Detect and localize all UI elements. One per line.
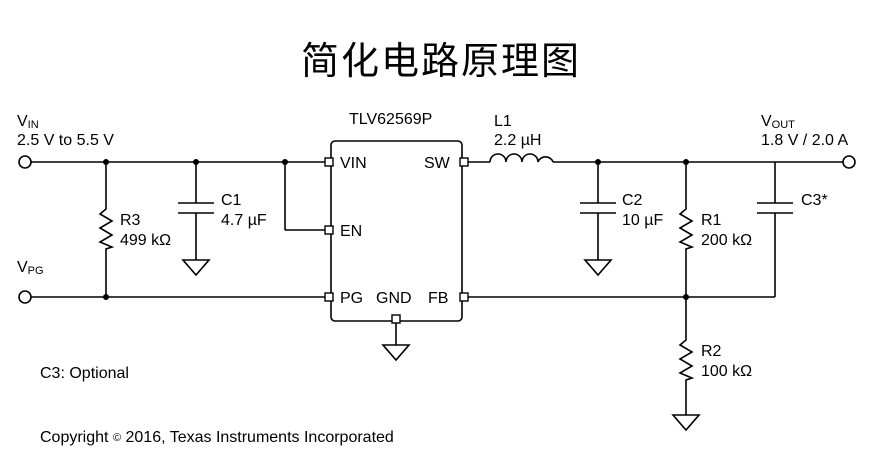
vout-rating: 1.8 V / 2.0 A [761, 132, 849, 149]
r3-ref: R3 [120, 212, 141, 229]
ground-c1-icon [181, 259, 211, 277]
c1-symbol [178, 202, 214, 214]
c2-ref: C2 [622, 192, 643, 209]
r2-value: 100 kΩ [701, 363, 752, 380]
r1-value: 200 kΩ [701, 232, 752, 249]
r1-symbol [678, 206, 695, 252]
pin-en [324, 225, 334, 235]
c2-value: 10 µF [622, 212, 663, 229]
pin-pg [324, 292, 334, 302]
pin-vin [324, 157, 334, 167]
vpg-terminal [18, 290, 32, 304]
l1-value: 2.2 µH [494, 132, 541, 149]
r2-ref: R2 [701, 343, 722, 360]
pin-sw [459, 157, 469, 167]
wires [31, 161, 843, 415]
c1-ref: C1 [221, 192, 242, 209]
vout-terminal [842, 155, 856, 169]
optional-note: C3: Optional [40, 365, 129, 382]
pin-label-gnd: GND [376, 290, 412, 307]
pin-gnd [391, 314, 401, 324]
ground-c2-icon [583, 259, 613, 277]
pin-fb [459, 292, 469, 302]
pin-label-en: EN [340, 223, 362, 240]
c3-symbol [757, 202, 793, 214]
c1-value: 4.7 µF [221, 212, 267, 229]
pin-label-sw: SW [424, 155, 451, 172]
pin-label-fb: FB [428, 290, 448, 307]
pin-label-pg: PG [340, 290, 363, 307]
l1-symbol [489, 153, 554, 163]
copyright-notice: Copyright © 2016, Texas Instruments Inco… [40, 429, 394, 446]
r2-symbol [678, 337, 695, 383]
c2-symbol [580, 202, 616, 214]
vout-label: VOUT [761, 113, 795, 131]
c3-ref: C3* [801, 192, 828, 209]
pin-label-vin: VIN [340, 155, 367, 172]
l1-ref: L1 [494, 113, 512, 130]
diagram-title: 简化电路原理图 [300, 39, 581, 83]
ground-r2-icon [671, 414, 701, 432]
r3-value: 499 kΩ [120, 232, 171, 249]
ground-ic-icon [381, 344, 411, 362]
ic-name: TLV62569P [349, 111, 432, 128]
ic-tlv62569p: TLV62569P VIN EN PG GND SW FB [324, 111, 469, 324]
r1-ref: R1 [701, 212, 722, 229]
junctions [103, 159, 689, 300]
vpg-label: VPG [17, 259, 44, 277]
vin-label: VIN [17, 113, 39, 131]
r3-symbol [98, 206, 115, 252]
vin-terminal [18, 155, 32, 169]
vin-range: 2.5 V to 5.5 V [17, 132, 114, 149]
